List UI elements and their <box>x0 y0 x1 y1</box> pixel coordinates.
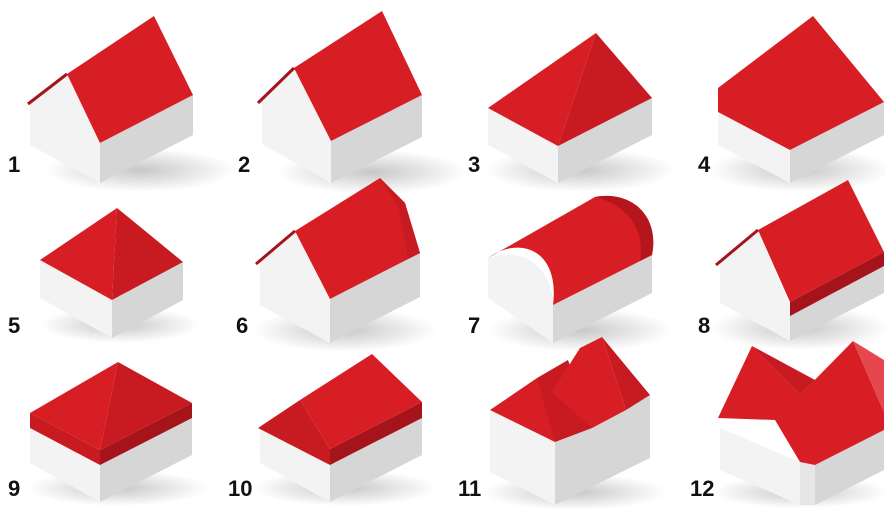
roof-number-11: 11 <box>458 476 481 501</box>
house-4-flat-roof: 4 <box>698 16 886 192</box>
roof-number-12: 12 <box>690 476 714 501</box>
house-3-hip-roof: 3 <box>468 33 675 192</box>
roof-number-2: 2 <box>238 152 250 177</box>
roof-number-3: 3 <box>468 152 480 177</box>
house-8-saltbox-roof: 8 <box>698 180 886 350</box>
house-11-sawtooth-roof: 11 <box>458 337 667 509</box>
roof-number-5: 5 <box>8 313 20 338</box>
house-6-gambrel-roof: 6 <box>236 178 437 352</box>
roof-number-8: 8 <box>698 313 710 338</box>
house-10-dutch-gable-roof: 10 <box>228 354 437 506</box>
house-2-gable-roof: 2 <box>238 11 467 194</box>
roof-number-6: 6 <box>236 313 248 338</box>
house-9-hip-roof-eaves: 9 <box>8 362 208 506</box>
house-5-pyramid-roof: 5 <box>8 208 200 343</box>
house-7-barrel-roof: 7 <box>468 196 672 352</box>
roof-number-4: 4 <box>698 152 711 177</box>
roof-number-1: 1 <box>8 152 20 177</box>
roof-number-10: 10 <box>228 476 252 501</box>
roof-number-7: 7 <box>468 313 480 338</box>
house-12-cross-gable-roof: 12 <box>690 341 886 508</box>
house-1-gable-roof: 1 <box>8 16 235 192</box>
roof-number-9: 9 <box>8 476 20 501</box>
